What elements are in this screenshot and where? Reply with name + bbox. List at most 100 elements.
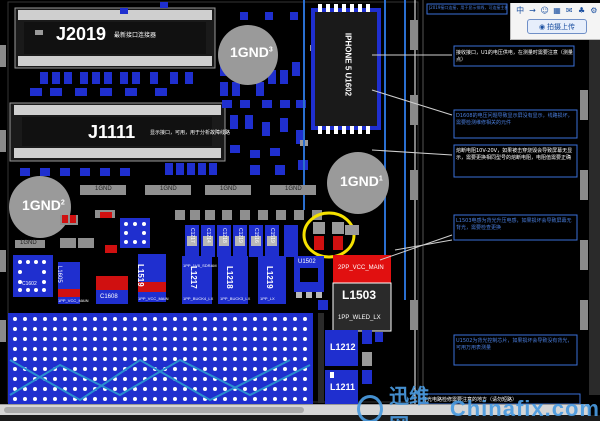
via-dot <box>163 357 167 361</box>
via-dot <box>223 347 227 351</box>
via-dot <box>73 317 77 321</box>
l1219-label: L1219 <box>265 266 274 289</box>
via-dot <box>243 397 247 401</box>
via-dot <box>133 327 137 331</box>
via-dot <box>183 397 187 401</box>
via-dot <box>103 317 107 321</box>
gnd1-label: 1GND1 <box>340 173 383 189</box>
via-dot <box>293 327 297 331</box>
via-dot <box>303 317 307 321</box>
via-dot <box>13 387 17 391</box>
gnd3-label: 1GND3 <box>230 44 273 60</box>
via-dot <box>233 377 237 381</box>
j2019-connector <box>14 7 216 69</box>
via-dot <box>103 367 107 371</box>
l1212-label: L1212 <box>330 342 356 352</box>
via-dot <box>203 347 207 351</box>
via-dot <box>213 347 217 351</box>
upload-button[interactable]: ◉ 拍摄上传 <box>527 19 587 34</box>
via-dot <box>273 347 277 351</box>
via-dot <box>173 367 177 371</box>
via-dot <box>13 357 17 361</box>
via-dot <box>113 337 117 341</box>
cap-label: C1218 <box>221 228 227 243</box>
toolbar-item-arrow-icon[interactable]: → <box>529 6 536 15</box>
via-dot <box>253 387 257 391</box>
via-dot <box>103 377 107 381</box>
via-dot <box>143 327 147 331</box>
via-dot <box>53 377 57 381</box>
via-dot <box>73 337 77 341</box>
toolbar-item-emoji-icon[interactable]: ☺ <box>540 6 549 15</box>
toolbar-item-keyboard-icon[interactable]: ▦ <box>553 6 561 15</box>
via-dot <box>53 317 57 321</box>
via-dot <box>153 387 157 391</box>
via-dot <box>203 387 207 391</box>
via-dot <box>133 377 137 381</box>
annotation-4: L1503电感为背光升压电感，如果损坏会导致屏幕无背光，需要检查更换 <box>456 218 572 231</box>
via-dot <box>163 377 167 381</box>
via-dot <box>203 367 207 371</box>
via-dot <box>183 327 187 331</box>
via-dot <box>113 347 117 351</box>
via-dot <box>63 327 67 331</box>
via-dot <box>213 337 217 341</box>
via-dot <box>153 357 157 361</box>
via-dot <box>123 387 127 391</box>
via-dot <box>183 367 187 371</box>
via-dot <box>33 357 37 361</box>
via-dot <box>123 377 127 381</box>
annotation-boxes <box>419 3 581 405</box>
left-module <box>13 218 150 297</box>
smd-pads-top <box>20 2 308 176</box>
gnd3-pad <box>218 25 278 85</box>
toolbar-item-mail-icon[interactable]: ✉ <box>565 6 573 15</box>
via-dot <box>73 367 77 371</box>
via-dot <box>83 347 87 351</box>
via-dot <box>83 387 87 391</box>
via-dot <box>23 377 27 381</box>
via-dot <box>53 387 57 391</box>
gnd-bar-label: 1GND <box>20 240 37 246</box>
via-dot <box>223 367 227 371</box>
via-dot <box>93 377 97 381</box>
via-dot <box>223 377 227 381</box>
inductors <box>58 254 286 304</box>
via-dot <box>93 347 97 351</box>
gnd3-text: 1GND <box>230 44 269 60</box>
via-dot <box>233 367 237 371</box>
via-dot <box>193 357 197 361</box>
via-dot <box>53 337 57 341</box>
via-dot <box>203 357 207 361</box>
via-dot <box>103 347 107 351</box>
gnd2-sub: 2 <box>60 199 65 207</box>
via-dot <box>193 397 197 401</box>
vertical-scrollbar[interactable] <box>589 40 600 395</box>
via-dot <box>303 337 307 341</box>
annotation-2: D1608的电压问题导致显示屏没有显示，线路损坏，需要检测维修相关的元件 <box>456 113 573 126</box>
via-dot <box>213 387 217 391</box>
via-dot <box>233 337 237 341</box>
via-dot <box>243 357 247 361</box>
via-dot <box>133 347 137 351</box>
toolbar-item-settings-icon[interactable]: ⚙ <box>590 6 598 15</box>
via-dot <box>283 397 287 401</box>
c1608-label: C1608 <box>100 294 118 300</box>
via-dot <box>73 347 77 351</box>
via-dot <box>63 397 67 401</box>
via-dot <box>273 397 277 401</box>
via-dot <box>43 357 47 361</box>
l1211-label: L1211 <box>330 382 356 392</box>
horizontal-scroll-thumb[interactable] <box>4 407 304 413</box>
via-dot <box>113 367 117 371</box>
via-dot <box>273 337 277 341</box>
vcc-main-label: 2PP_VCC_MAIN <box>338 265 384 271</box>
via-dot <box>123 327 127 331</box>
via-dot <box>23 387 27 391</box>
via-dot <box>193 317 197 321</box>
horizontal-scrollbar[interactable] <box>0 404 589 416</box>
via-dot <box>243 367 247 371</box>
watermark-en: Chinafix.com <box>449 396 600 421</box>
toolbar-item-skin-icon[interactable]: ♣ <box>577 6 586 15</box>
toolbar-item-chinese[interactable]: 中 <box>516 6 525 15</box>
